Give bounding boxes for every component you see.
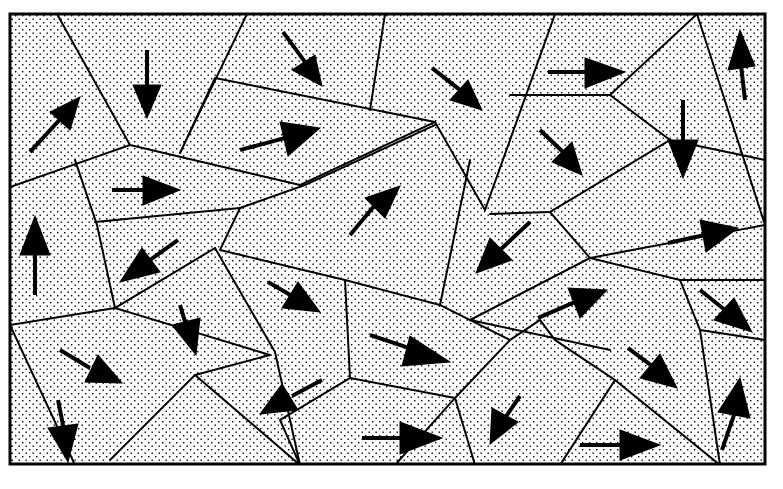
domain-arrow xyxy=(112,175,182,206)
domain-arrow xyxy=(58,348,124,384)
domain-arrows xyxy=(19,28,756,464)
grain-boundary xyxy=(609,14,698,96)
grain-boundary xyxy=(559,379,616,464)
domain-arrow xyxy=(537,287,609,320)
domain-arrow xyxy=(362,421,444,455)
grain-boundary xyxy=(214,247,276,353)
grain-fill-background xyxy=(10,14,765,464)
grain-boundaries xyxy=(10,14,765,464)
domain-arrow xyxy=(258,378,323,415)
domain-arrow xyxy=(369,333,452,367)
grain-boundary xyxy=(454,397,476,464)
domain-arrow xyxy=(28,96,81,154)
grain-boundary xyxy=(179,77,486,211)
domain-arrow xyxy=(489,394,522,446)
domain-arrow xyxy=(580,429,662,461)
domain-arrow xyxy=(132,50,162,120)
domain-arrow xyxy=(348,185,401,237)
domain-arrow xyxy=(47,399,79,464)
grain-boundary xyxy=(10,121,436,188)
domain-arrow xyxy=(698,288,754,333)
grain-boundary xyxy=(74,159,116,309)
domain-arrow xyxy=(171,304,201,357)
diagram-frame xyxy=(8,12,767,466)
domain-arrow xyxy=(548,57,627,89)
grain-boundary xyxy=(699,329,721,464)
domain-arrow xyxy=(717,376,751,451)
domain-arrow xyxy=(430,66,483,111)
grain-boundary xyxy=(439,159,471,306)
grain-boundary xyxy=(369,14,386,111)
grain-boundary xyxy=(539,319,721,464)
domain-arrow xyxy=(667,219,740,253)
grain-boundary xyxy=(344,279,351,379)
grain-boundary xyxy=(484,14,556,211)
grain-boundary xyxy=(56,14,131,146)
domain-arrow xyxy=(19,214,51,295)
domain-arrow xyxy=(626,346,678,389)
grain-boundary xyxy=(279,377,351,464)
domain-arrow xyxy=(667,100,699,180)
grain-boundary xyxy=(194,374,301,464)
grain-boundary xyxy=(219,207,441,306)
domain-arrow xyxy=(727,28,756,101)
domain-arrow xyxy=(266,280,322,313)
domain-arrow xyxy=(475,220,532,274)
grain-boundary xyxy=(439,304,471,321)
grain-boundary xyxy=(94,124,436,223)
domain-arrow xyxy=(118,238,180,283)
domain-arrow xyxy=(538,128,583,176)
domain-arrow xyxy=(239,121,322,157)
grain-boundary xyxy=(696,14,765,226)
domain-arrow xyxy=(281,30,323,87)
